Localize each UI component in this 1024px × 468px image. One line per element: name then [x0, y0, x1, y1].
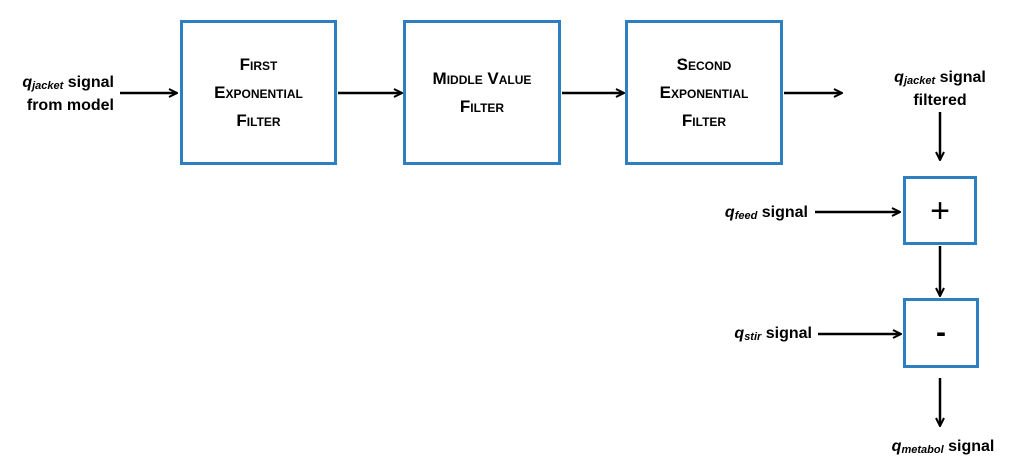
first-exponential-filter-box: First Exponential Filter: [180, 20, 337, 165]
input-signal-word: signal: [67, 74, 114, 91]
output-q-subscript: metabol: [901, 444, 944, 456]
filtered-signal-note: filtered: [913, 92, 967, 109]
input-signal-source: from model: [26, 97, 114, 114]
feed-q-symbol: q: [724, 204, 735, 221]
stir-q-symbol: q: [734, 325, 745, 342]
middle-value-filter-label: Middle Value Filter: [432, 68, 532, 116]
middle-value-filter-box: Middle Value Filter: [403, 20, 561, 165]
feed-signal-word: signal: [761, 204, 808, 221]
plus-operator-box: +: [903, 176, 977, 245]
output-signal-label: qmetabol signal: [870, 436, 1016, 459]
filtered-q-subscript: jacket: [903, 75, 936, 87]
input-q-symbol: q: [22, 74, 33, 91]
second-exponential-filter-label: Second Exponential Filter: [659, 54, 749, 130]
minus-operator-symbol: -: [936, 316, 946, 349]
plus-operator-symbol: +: [930, 191, 950, 230]
filtered-q-symbol: q: [894, 69, 904, 86]
feed-signal-label: qfeed signal: [680, 202, 808, 225]
first-exponential-filter-label: First Exponential Filter: [214, 54, 303, 130]
stir-q-subscript: stir: [744, 331, 762, 343]
filtered-signal-label: qjacket signal filtered: [865, 67, 1015, 111]
second-exponential-filter-box: Second Exponential Filter: [625, 20, 783, 165]
input-signal-label: qjacket signal from model: [10, 72, 114, 116]
input-q-subscript: jacket: [32, 80, 64, 92]
stir-signal-word: signal: [765, 325, 812, 342]
minus-operator-box: -: [903, 298, 979, 368]
feed-q-subscript: feed: [734, 210, 758, 222]
output-q-symbol: q: [891, 438, 902, 455]
output-signal-word: signal: [948, 438, 995, 455]
filtered-signal-word: signal: [939, 69, 986, 86]
stir-signal-label: qstir signal: [690, 323, 812, 346]
